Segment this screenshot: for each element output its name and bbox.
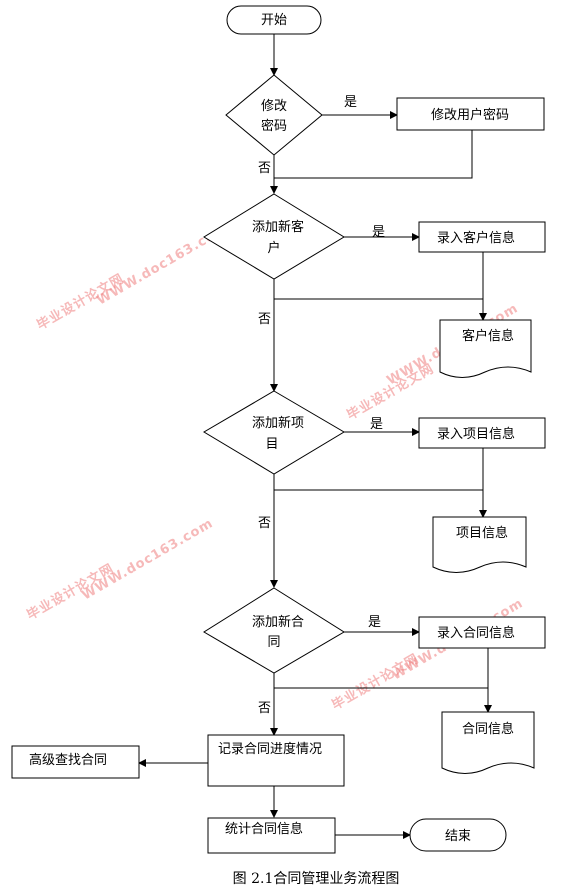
decision-label-line1: 添加新合 xyxy=(252,614,304,630)
label-yes: 是 xyxy=(344,95,357,110)
process-label: 修改用户密码 xyxy=(431,107,509,123)
document-label: 客户信息 xyxy=(462,328,514,344)
node-end: 结束 xyxy=(409,818,507,852)
decision-label-line1: 添加新项 xyxy=(252,415,304,431)
process-label: 录入项目信息 xyxy=(437,426,515,442)
document-contract-info: 合同信息 xyxy=(441,711,535,774)
decision-label-line2: 户 xyxy=(267,240,280,256)
decision-add-customer: 添加新客 户 xyxy=(203,193,345,280)
label-yes: 是 xyxy=(372,225,385,240)
decision-label-line1: 添加新客 xyxy=(252,219,304,235)
decision-label-line2: 密码 xyxy=(261,118,287,134)
label-no: 否 xyxy=(258,312,271,327)
document-project-info: 项目信息 xyxy=(432,516,527,573)
connectors xyxy=(138,34,492,839)
process-contract-statistics: 统计合同信息 xyxy=(207,817,336,854)
document-label: 合同信息 xyxy=(462,721,514,737)
process-enter-customer-info: 录入客户信息 xyxy=(418,221,546,253)
label-no: 否 xyxy=(258,161,271,176)
process-advanced-search: 高级查找合同 xyxy=(11,745,140,779)
label-yes: 是 xyxy=(368,615,381,630)
decision-label-line2: 目 xyxy=(265,437,278,452)
node-start-label: 开始 xyxy=(261,13,287,28)
process-label: 记录合同进度情况 xyxy=(218,741,322,757)
process-label: 统计合同信息 xyxy=(225,821,303,837)
label-yes: 是 xyxy=(370,417,383,432)
process-label: 录入客户信息 xyxy=(437,230,515,246)
figure-caption: 图 2.1合同管理业务流程图 xyxy=(233,871,400,887)
decision-add-project: 添加新项 目 xyxy=(203,390,345,475)
edge-pwd-return xyxy=(274,130,473,179)
document-customer-info: 客户信息 xyxy=(439,319,532,378)
decision-modify-password: 修改 密码 xyxy=(225,74,323,156)
watermark-url: WWW.doc163.com xyxy=(80,516,217,604)
process-record-progress: 记录合同进度情况 xyxy=(207,734,345,787)
process-enter-project-info: 录入项目信息 xyxy=(418,417,546,449)
decision-add-contract: 添加新合 同 xyxy=(203,587,345,674)
decision-label-line2: 同 xyxy=(267,635,280,650)
process-modify-user-password: 修改用户密码 xyxy=(396,97,545,131)
process-label: 录入合同信息 xyxy=(437,625,515,641)
document-label: 项目信息 xyxy=(456,525,508,541)
node-start: 开始 xyxy=(226,5,322,35)
label-no: 否 xyxy=(258,516,271,531)
process-label: 高级查找合同 xyxy=(29,752,107,768)
label-no: 否 xyxy=(258,701,271,716)
decision-label-line1: 修改 xyxy=(261,99,287,114)
process-enter-contract-info: 录入合同信息 xyxy=(418,616,546,649)
node-end-label: 结束 xyxy=(445,829,471,844)
